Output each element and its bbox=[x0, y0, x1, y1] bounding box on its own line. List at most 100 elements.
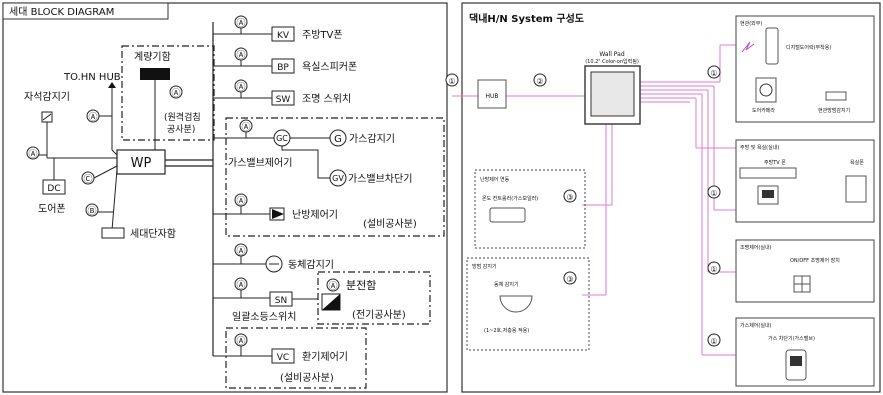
door-label: 도어폰 bbox=[38, 203, 66, 215]
facility-box-1 bbox=[225, 117, 445, 237]
num-1-gas: ① bbox=[710, 337, 717, 346]
badge-kv: Ⓐ bbox=[236, 18, 245, 29]
num-1-light: ① bbox=[710, 265, 717, 274]
hub-box bbox=[477, 79, 507, 109]
badge-gc: Ⓐ bbox=[241, 122, 250, 133]
vc-label: 환기제어기 bbox=[302, 351, 348, 363]
panel-symbol bbox=[322, 294, 340, 310]
gc-code: GC bbox=[276, 134, 288, 143]
kitchen-title: 주방 및 욕실(실내) bbox=[740, 144, 779, 151]
entrance-box bbox=[735, 15, 875, 123]
heating-device: 온도 컨트롤러(가스보일러) bbox=[482, 195, 538, 202]
badge-hub: Ⓐ bbox=[88, 112, 97, 123]
wall-pad-screen bbox=[590, 71, 635, 117]
sw-code: SW bbox=[276, 95, 291, 105]
door-cam: 도어카메라 bbox=[752, 107, 775, 114]
wallpad-title: Wall Pad bbox=[599, 51, 624, 58]
mag-sensor-icon bbox=[825, 91, 847, 101]
sensor-title: 방범 감지기 bbox=[472, 263, 497, 270]
mag-sensor: 현관방범감지기 bbox=[818, 107, 850, 114]
kv-code: KV bbox=[277, 31, 290, 41]
light-device: ON/OFF 조명제어 장치 bbox=[790, 257, 840, 264]
gas-device: 가스 차단기(가스밸브) bbox=[768, 335, 815, 342]
badge-sedae: Ⓑ bbox=[87, 206, 96, 217]
kv-box bbox=[271, 26, 295, 42]
sn-label: 일괄소등스위치 bbox=[232, 310, 296, 323]
facility-label-2: (설비공사분) bbox=[280, 372, 334, 384]
g-code: G bbox=[334, 134, 342, 145]
right-title: 댁내H/N System 구성도 bbox=[469, 12, 584, 25]
num-2: ② bbox=[536, 77, 543, 86]
num-3-sensor: ③ bbox=[566, 275, 573, 284]
num-1-left: ① bbox=[448, 77, 455, 86]
dc-box bbox=[42, 179, 66, 195]
sw-box bbox=[271, 90, 295, 106]
facility-box-2 bbox=[225, 327, 367, 389]
motion-sensor-icon bbox=[499, 295, 533, 313]
to-hn-hub: TO.HN HUB bbox=[63, 72, 121, 83]
kitchen-tv-icon bbox=[739, 167, 797, 179]
panel-label: 분전함 bbox=[346, 279, 376, 292]
elec-label: (전기공사분) bbox=[352, 309, 406, 321]
num-1-top: ① bbox=[710, 69, 717, 78]
elec-box bbox=[317, 271, 431, 325]
thermo-label: 동체감지기 bbox=[288, 259, 334, 271]
vc-box bbox=[271, 348, 295, 364]
badge-thermo: Ⓐ bbox=[236, 246, 245, 257]
kv-label: 주방TV폰 bbox=[302, 29, 343, 41]
gas-title: 가스제어(실내) bbox=[740, 322, 772, 329]
heater-symbol bbox=[272, 209, 284, 219]
badge-sw: Ⓐ bbox=[236, 82, 245, 93]
bath-phone-icon bbox=[845, 175, 867, 203]
meter-symbol bbox=[140, 68, 170, 80]
remote-meter-box bbox=[121, 45, 215, 141]
g-circle bbox=[329, 129, 347, 147]
heating-box bbox=[474, 169, 586, 249]
kitchen-tv: 주방TV 폰 bbox=[764, 159, 786, 166]
thermostat-icon bbox=[489, 207, 526, 223]
gv-label: 가스밸브차단기 bbox=[348, 173, 412, 185]
sensor-box bbox=[466, 257, 590, 351]
badge-bp: Ⓐ bbox=[236, 50, 245, 61]
digital-lock: 디지털도어락(부착용) bbox=[786, 44, 831, 51]
remote-sub2: 공사분) bbox=[167, 124, 195, 135]
sedae-terminal-box bbox=[101, 227, 125, 239]
right-panel: 댁내H/N System 구성도 ① ② bbox=[445, 2, 881, 393]
left-title: 세대 BLOCK DIAGRAM bbox=[9, 6, 114, 18]
gv-circle bbox=[329, 169, 347, 187]
mag-label: 자석감지기 bbox=[24, 91, 70, 103]
remote-label: 계량기함 bbox=[134, 51, 171, 63]
sn-code: SN bbox=[275, 296, 287, 306]
bath-phone: 욕실폰 bbox=[850, 159, 864, 166]
sensor-sub: (1~2호,저층용 적용) bbox=[484, 327, 529, 334]
g-label: 가스감지기 bbox=[349, 133, 395, 145]
bp-label: 욕실스피커폰 bbox=[302, 61, 357, 73]
sensor-device: 동체 감지기 bbox=[494, 281, 519, 288]
door-lock-icon bbox=[765, 27, 779, 65]
light-title: 조명제어(실내) bbox=[740, 244, 772, 251]
wall-pad-box bbox=[116, 149, 166, 175]
badge-sn: Ⓐ bbox=[236, 280, 245, 291]
facility-label-1: (설비공사분) bbox=[363, 218, 417, 230]
badge-meter: Ⓐ bbox=[171, 88, 180, 99]
wallpad-sub: (10.2" Color-on입력됨) bbox=[585, 58, 639, 65]
vc-code: VC bbox=[277, 353, 289, 363]
num-3-heat: ③ bbox=[566, 193, 573, 202]
wall-pad-label: WP bbox=[131, 156, 152, 171]
sedae-label: 세대단자함 bbox=[130, 228, 176, 240]
gv-code: GV bbox=[332, 174, 344, 183]
sw-label: 조명 스위치 bbox=[302, 92, 351, 105]
dc-code: DC bbox=[47, 184, 60, 194]
heating-title: 난방제어 연동 bbox=[480, 176, 510, 183]
badge-vc: Ⓐ bbox=[236, 336, 245, 347]
hub-label: HUB bbox=[485, 93, 498, 100]
badge-heat: Ⓐ bbox=[236, 196, 245, 207]
heat-label: 난방제어기 bbox=[292, 209, 338, 221]
num-1-kitchen: ① bbox=[710, 189, 717, 198]
gvc-label: 가스밸브제어기 bbox=[228, 157, 292, 169]
badge-panel: Ⓐ bbox=[328, 281, 337, 292]
badge-dc: Ⓒ bbox=[83, 174, 92, 185]
bp-code: BP bbox=[277, 63, 289, 73]
entrance-title: 현관(외부) bbox=[740, 20, 762, 27]
